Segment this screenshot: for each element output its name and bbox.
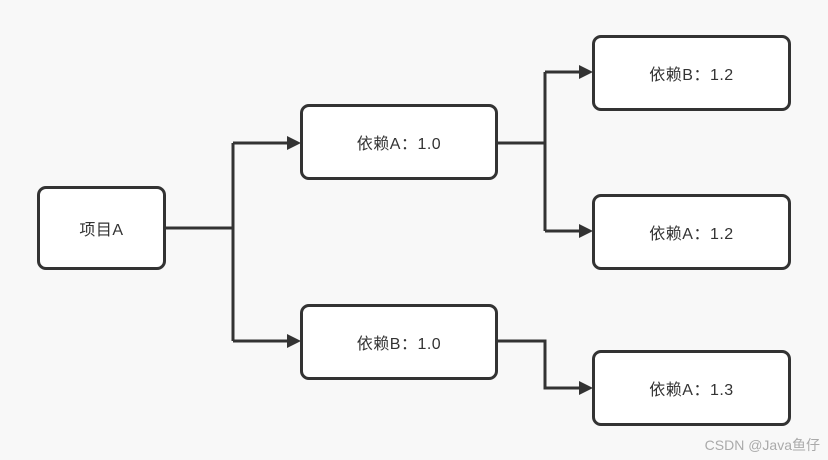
node-dep-a-1.0-label: 依赖A：1.0 xyxy=(356,136,442,153)
node-dep-a-1.2-label: 依赖A：1.2 xyxy=(649,226,734,243)
connector-to-dep-a-13 xyxy=(498,339,579,390)
node-dep-b-1.2-label: 依赖B：1.2 xyxy=(649,67,734,84)
node-dep-b-1.2[interactable]: 依赖B：1.2 xyxy=(592,35,791,111)
arrowhead-dep-a-13 xyxy=(579,381,593,395)
arrowhead-dep-a-12 xyxy=(579,224,593,238)
arrowhead-dep-a-10 xyxy=(287,136,301,150)
csdn-watermark: CSDN @Java鱼仔 xyxy=(704,437,820,453)
arrowhead-dep-b-12 xyxy=(579,65,593,79)
node-dep-a-1.0[interactable]: 依赖A：1.0 xyxy=(300,104,498,180)
node-project-a-label: 项目A xyxy=(79,222,124,239)
arrowhead-dep-b-10 xyxy=(287,334,301,348)
node-dep-a-1.3-label: 依赖A：1.3 xyxy=(649,382,734,399)
node-dep-a-1.3[interactable]: 依赖A：1.3 xyxy=(592,350,791,426)
node-dep-b-1.0-label: 依赖B：1.0 xyxy=(356,336,442,353)
node-project-a[interactable]: 项目A xyxy=(37,186,166,270)
node-dep-a-1.2[interactable]: 依赖A：1.2 xyxy=(592,194,791,270)
node-dep-b-1.0[interactable]: 依赖B：1.0 xyxy=(300,304,498,380)
